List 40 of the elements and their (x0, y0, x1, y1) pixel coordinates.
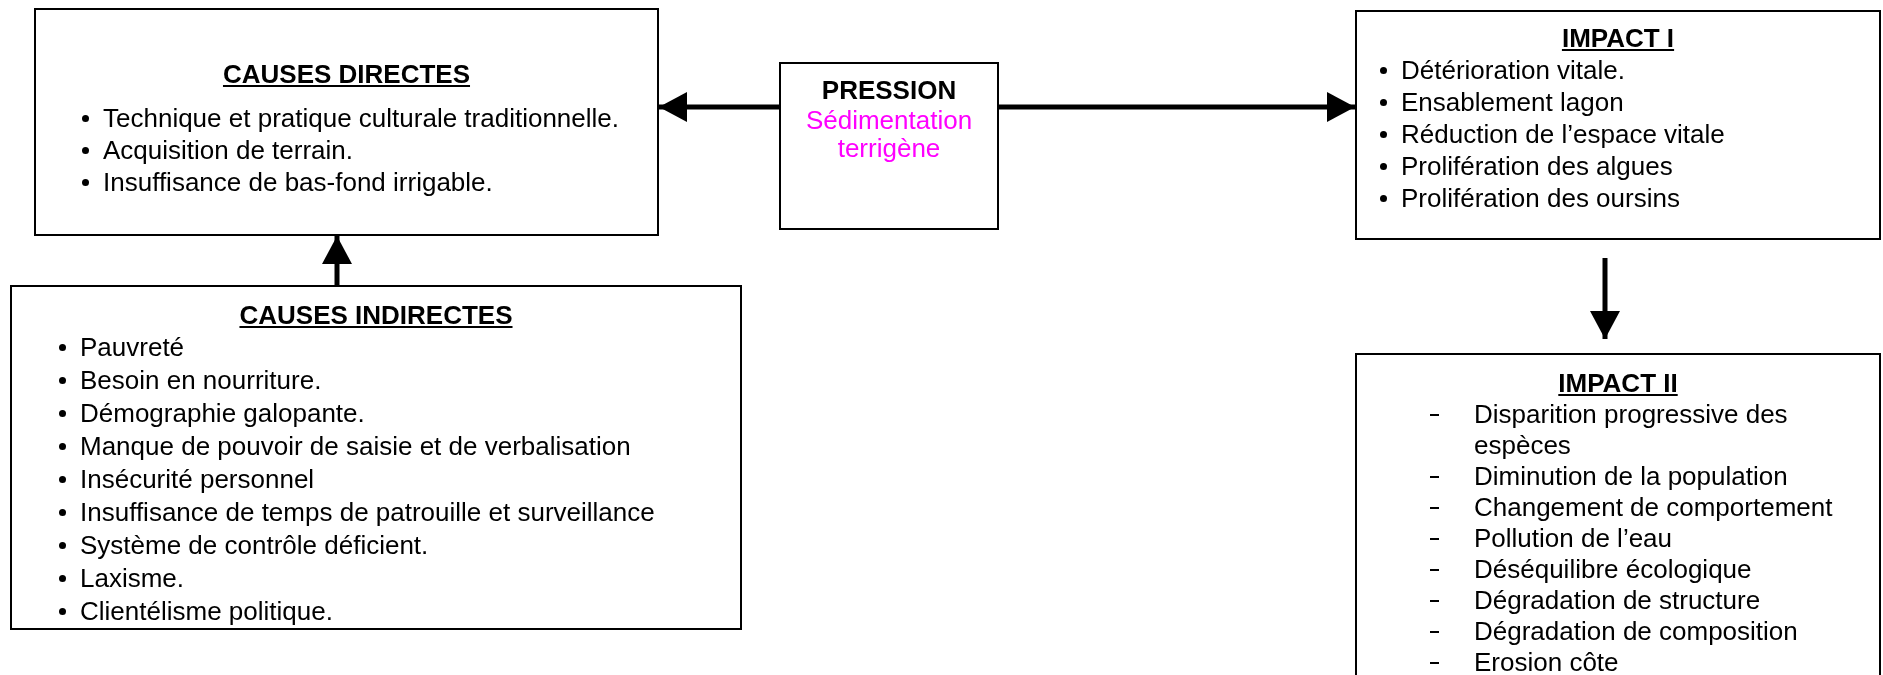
list-item: Système de contrôle déficient. (80, 529, 429, 562)
process-box (1355, 10, 1881, 240)
arrow (322, 236, 352, 285)
list-item: Insuffisance de temps de patrouille et surveillance (80, 496, 655, 529)
process-box (779, 62, 999, 230)
list-item: Disparition progressive des espèces (1474, 399, 1789, 461)
box-text: Sédimentation terrigène (804, 106, 974, 162)
arrow (999, 92, 1355, 122)
list-item: Démographie galopante. (80, 397, 365, 430)
list-item: Dégradation de composition (1474, 616, 1798, 647)
list-item: Insuffisance de bas-fond irrigable. (103, 166, 493, 198)
list-item: Prolifération des algues (1401, 150, 1673, 182)
list-item: Pollution de l’eau (1474, 523, 1673, 554)
list-item: Ensablement lagon (1401, 86, 1624, 118)
process-box (1355, 353, 1881, 675)
list-item: Insécurité personnel (80, 463, 315, 496)
process-box (10, 285, 742, 630)
list-item: Changement de comportement (1474, 492, 1833, 523)
list-item: Réduction de l’espace vitale (1401, 118, 1725, 150)
process-box (34, 8, 659, 236)
list-item: Pauvreté (80, 331, 185, 364)
box-heading: CAUSES DIRECTES (222, 58, 470, 90)
list-item: Diminution de la population (1474, 461, 1788, 492)
list-item: Clientélisme politique. (80, 595, 333, 628)
list-item: Manque de pouvoir de saisie et de verbalisation (80, 430, 631, 463)
list-item: Laxisme. (80, 562, 185, 595)
list-item: Erosion côte (1474, 647, 1619, 675)
list-item: Dégradation de structure (1474, 585, 1761, 616)
list-item: Acquisition de terrain. (103, 134, 354, 166)
list-item: Technique et pratique culturale traditionnelle. (103, 102, 619, 134)
box-heading: CAUSES INDIRECTES (239, 299, 513, 331)
box-heading: IMPACT I (1561, 22, 1675, 54)
list-item: Besoin en nourriture. (80, 364, 322, 397)
list-item: Détérioration vitale. (1401, 54, 1625, 86)
box-heading: IMPACT II (1558, 367, 1678, 399)
box-heading: PRESSION (821, 74, 957, 106)
arrow (1590, 258, 1620, 339)
list-item: Déséquilibre écologique (1474, 554, 1752, 585)
list-item: Prolifération des oursins (1401, 182, 1680, 214)
arrow (659, 92, 779, 122)
